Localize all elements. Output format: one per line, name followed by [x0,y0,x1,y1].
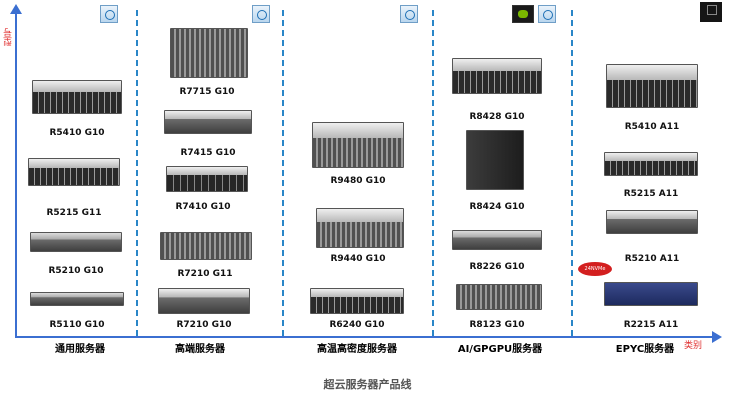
x-axis-arrow-icon [712,331,722,343]
intel-xeon-icon [538,5,556,23]
x-axis [15,336,715,338]
server-image [466,130,524,190]
x-axis-label: 类别 [684,341,703,351]
server-model-label: R6240 G10 [329,320,385,330]
server-model-label: R5215 A11 [623,189,679,199]
nvidia-icon [512,5,534,23]
y-axis-label: 型号 [4,28,14,46]
server-image [452,58,542,94]
intel-xeon-icon [100,5,118,23]
server-model-label: R5210 A11 [624,254,680,264]
server-image [28,158,120,186]
server-model-label: R7210 G11 [177,269,233,279]
server-model-label: R5215 G11 [46,208,102,218]
server-model-label: R7415 G10 [180,148,236,158]
category-label-high-density: 高温高密度服务器 [317,344,397,355]
server-image [166,166,248,192]
server-image [160,232,252,260]
intel-xeon-icon [400,5,418,23]
category-label-ai-gpgpu: AI/GPGPU服务器 [457,344,543,355]
server-image [32,80,122,114]
server-model-label: R9440 G10 [330,254,386,264]
column-divider [432,10,434,336]
column-divider [282,10,284,336]
server-model-label: R8424 G10 [469,202,525,212]
nvme-badge: 24NVMe [578,262,612,276]
server-image [170,28,248,78]
category-label-general: 通用服务器 [55,344,105,355]
column-divider [571,10,573,336]
server-image [604,152,698,176]
server-image [30,292,124,306]
server-model-label: R5410 A11 [624,122,680,132]
column-divider [136,10,138,336]
server-model-label: R8123 G10 [469,320,525,330]
server-image [316,208,404,248]
intel-xeon-icon [252,5,270,23]
server-image [158,288,250,314]
server-model-label: R2215 A11 [623,320,679,330]
server-model-label: R9480 G10 [330,176,386,186]
server-image [164,110,252,134]
server-model-label: R5210 G10 [48,266,104,276]
server-model-label: R7715 G10 [179,87,235,97]
server-image [606,210,698,234]
server-model-label: R5110 G10 [49,320,105,330]
page-title: 超云服务器产品线 [323,378,412,391]
server-image [452,230,542,250]
server-image [30,232,122,252]
server-image [456,284,542,310]
y-axis [15,12,17,338]
server-image [310,288,404,314]
server-model-label: R8428 G10 [469,112,525,122]
amd-epyc-icon [700,2,722,22]
y-axis-arrow-icon [10,4,22,14]
server-model-label: R8226 G10 [469,262,525,272]
server-image [312,122,404,168]
category-label-epyc: EPYC服务器 [615,344,675,355]
server-image [604,282,698,306]
server-model-label: R7210 G10 [176,320,232,330]
server-model-label: R5410 G10 [49,128,105,138]
server-image [606,64,698,108]
server-model-label: R7410 G10 [175,202,231,212]
category-label-high-end: 高端服务器 [175,344,225,355]
